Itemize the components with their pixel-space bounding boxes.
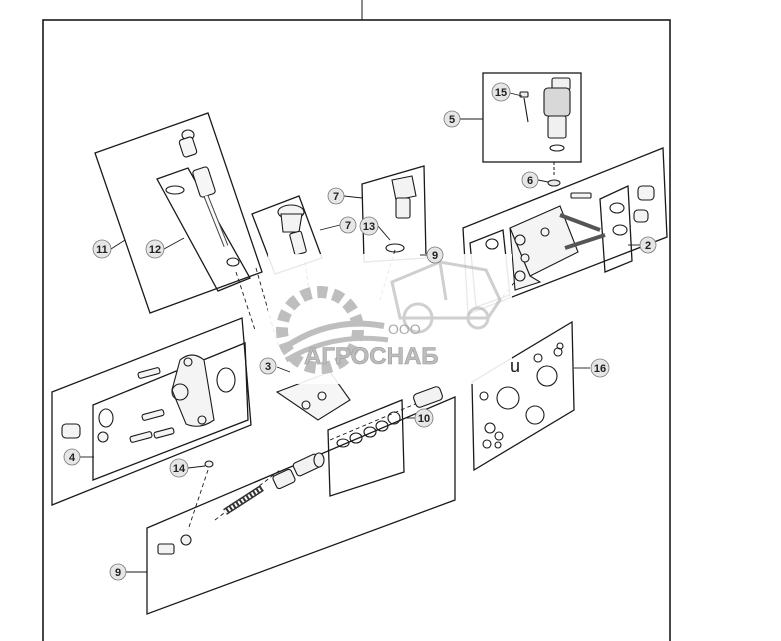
callout-7-lower: 7	[339, 216, 357, 234]
diagram-frame	[42, 19, 671, 641]
callout-15: 15	[491, 82, 511, 102]
svg-text:6: 6	[527, 175, 533, 187]
valve-body-part-2	[485, 185, 655, 291]
watermark-company-name: АГРОСНАБ	[304, 343, 439, 370]
callout-14: 14	[169, 458, 189, 478]
svg-text:7: 7	[345, 220, 351, 232]
svg-text:15: 15	[495, 87, 507, 99]
callout-16: 16	[590, 358, 610, 378]
nut-part-6	[547, 162, 561, 187]
solenoid-part-5	[519, 77, 571, 152]
callout-7-upper: 7	[327, 187, 345, 205]
svg-text:2: 2	[645, 240, 651, 252]
plug-part-7a	[277, 204, 307, 256]
group-box-9	[146, 396, 456, 615]
watermark-company-form: ООО	[388, 321, 421, 337]
callout-9-upper: 9	[426, 246, 444, 264]
callout-11: 11	[92, 239, 112, 259]
gasket-plate-16	[471, 320, 575, 472]
plug-part-7b	[385, 175, 417, 253]
svg-text:11: 11	[96, 244, 108, 256]
svg-text:9: 9	[432, 250, 438, 262]
gear-logo-icon	[276, 286, 389, 374]
callout-5: 5	[443, 110, 461, 128]
callout-12: 12	[145, 239, 165, 259]
svg-text:3: 3	[265, 361, 271, 373]
svg-text:9: 9	[115, 567, 121, 579]
gasket-holes-part-16	[479, 342, 564, 449]
svg-text:10: 10	[418, 413, 430, 425]
svg-text:12: 12	[149, 244, 161, 256]
callout-leaders	[80, 92, 640, 573]
group-box-11	[94, 112, 263, 314]
svg-text:7: 7	[333, 191, 339, 203]
svg-text:13: 13	[363, 221, 375, 233]
watermark-domain-fragment: u	[510, 356, 520, 376]
callout-4: 4	[63, 448, 81, 466]
svg-text:16: 16	[594, 363, 606, 375]
callout-2: 2	[639, 236, 657, 254]
callout-6: 6	[521, 171, 539, 189]
agrosnab-watermark: ООО АГРОСНАБ u	[268, 254, 520, 384]
group-box-5	[482, 72, 582, 163]
combine-harvester-icon	[390, 260, 502, 334]
callout-13: 13	[359, 216, 379, 236]
svg-text:5: 5	[449, 114, 455, 126]
callout-10: 10	[414, 408, 434, 428]
callout-3: 3	[259, 357, 277, 375]
callouts: 2 3 4 5 6 7 7 9 9 10 11 12 13 14 15 16	[63, 82, 657, 581]
group-box-4	[51, 317, 252, 506]
cartridge-part-11	[165, 129, 240, 267]
svg-text:4: 4	[69, 452, 76, 464]
spool-assembly-part-9	[157, 386, 443, 555]
svg-text:14: 14	[173, 463, 186, 475]
callout-9-lower: 9	[109, 563, 127, 581]
cover-plate-part-3	[61, 354, 236, 443]
